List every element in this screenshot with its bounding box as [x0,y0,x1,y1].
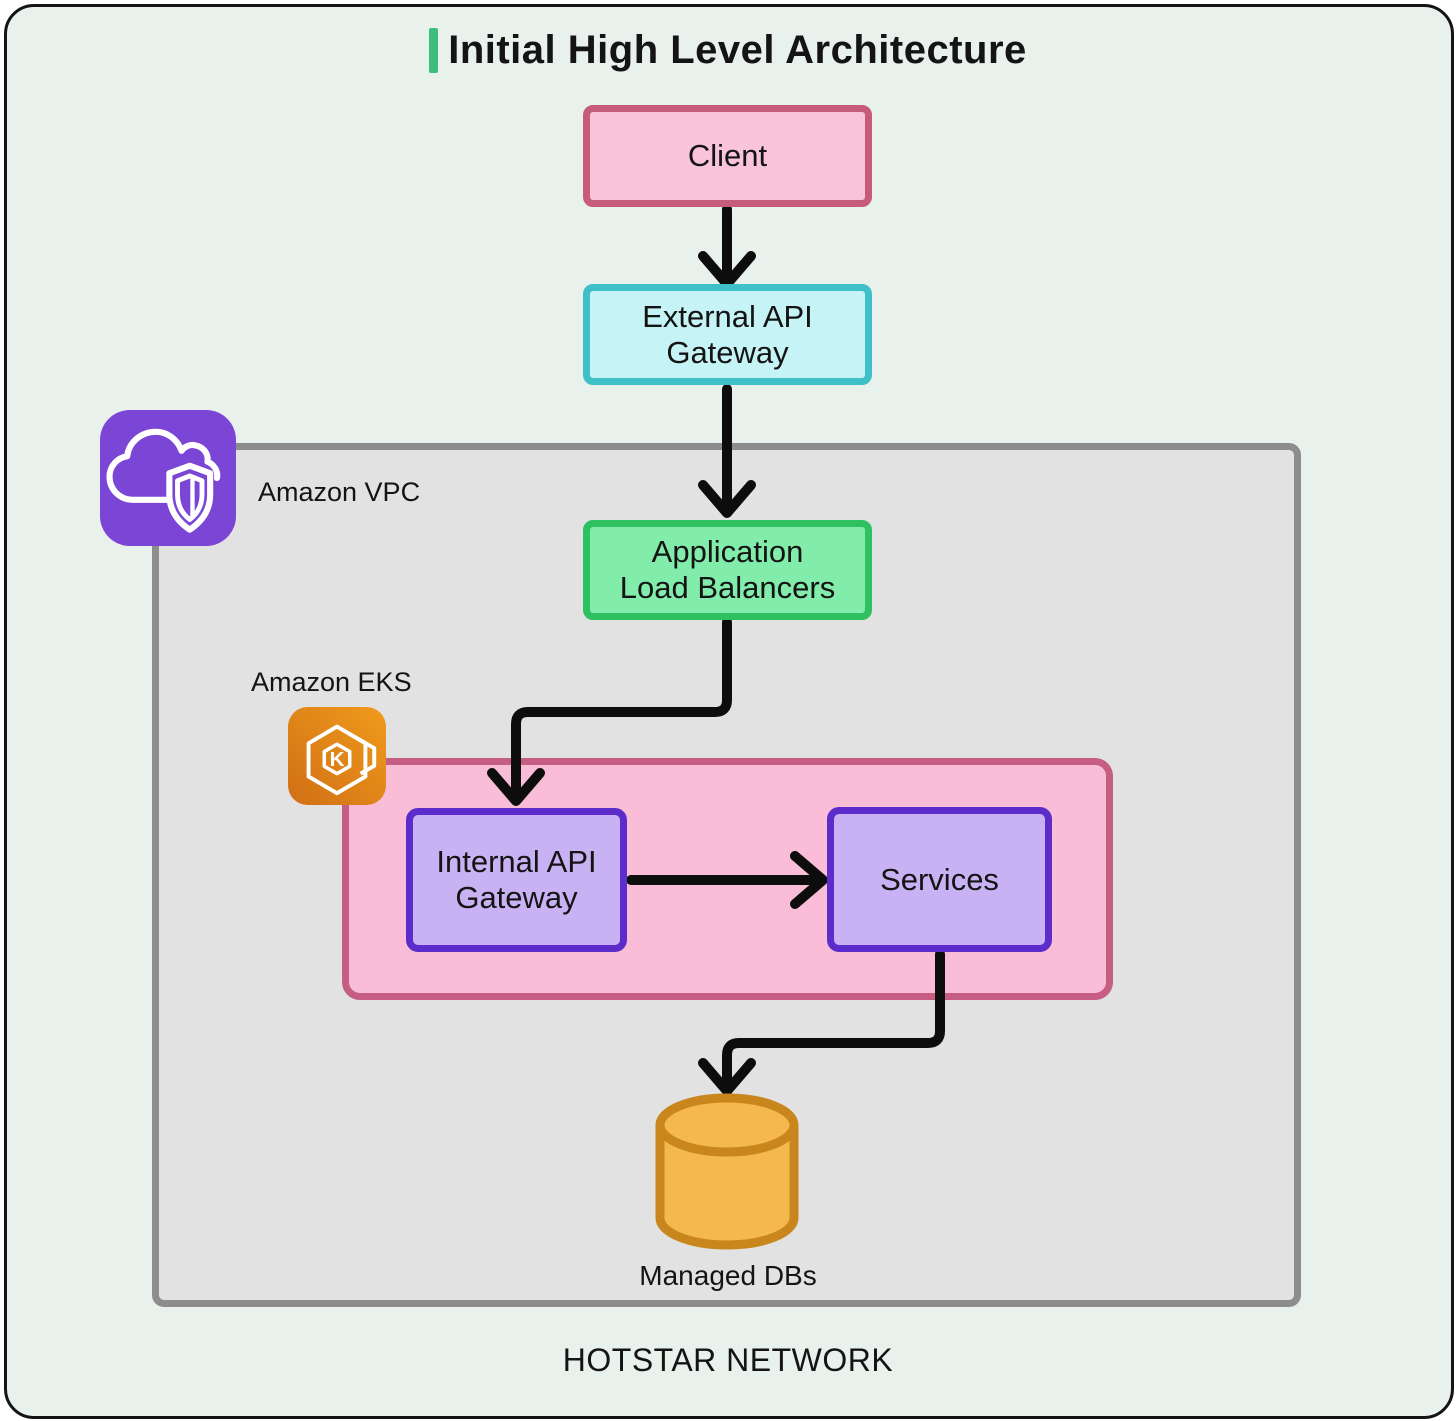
page-title-text: Initial High Level Architecture [448,27,1027,72]
node-external-api-gateway: External API Gateway [583,284,872,385]
arrowhead-right-icon [790,851,828,909]
node-alb-line1: Application [651,534,804,570]
arrow-alb-to-internal-gateway [511,617,732,802]
node-alb-line2: Load Balancers [619,570,836,605]
managed-dbs-label: Managed DBs [639,1260,817,1291]
arrowhead-down-icon [698,480,756,518]
arrowhead-down-icon [698,1058,756,1096]
title-accent-bar [429,27,439,73]
eks-container-label: Amazon EKS [251,667,412,697]
node-external-api-gateway-line2: Gateway [666,334,789,370]
vpc-container-label: Amazon VPC [258,477,421,507]
node-external-api-gateway-line1: External API [642,298,813,334]
node-application-load-balancers: Application Load Balancers [583,520,872,620]
node-services: Services [827,807,1052,952]
node-internal-api-gateway: Internal API Gateway [406,808,627,952]
database-cylinder-icon [655,1093,799,1250]
cloud-shield-icon [100,410,236,546]
eks-icon-letter: K [330,748,345,771]
eks-kubernetes-icon: K [288,707,386,805]
node-client-label: Client [687,138,768,174]
node-internal-api-gateway-line2: Gateway [455,880,578,915]
node-services-label: Services [880,861,999,897]
page-title: Initial High Level Architecture [0,24,1456,76]
node-internal-api-gateway-line1: Internal API [436,844,597,880]
arrowhead-down-icon [487,768,545,806]
network-footer-label: HOTSTAR NETWORK [562,1342,894,1378]
node-client: Client [583,105,872,207]
arrow-services-to-managed-dbs [722,949,945,1092]
